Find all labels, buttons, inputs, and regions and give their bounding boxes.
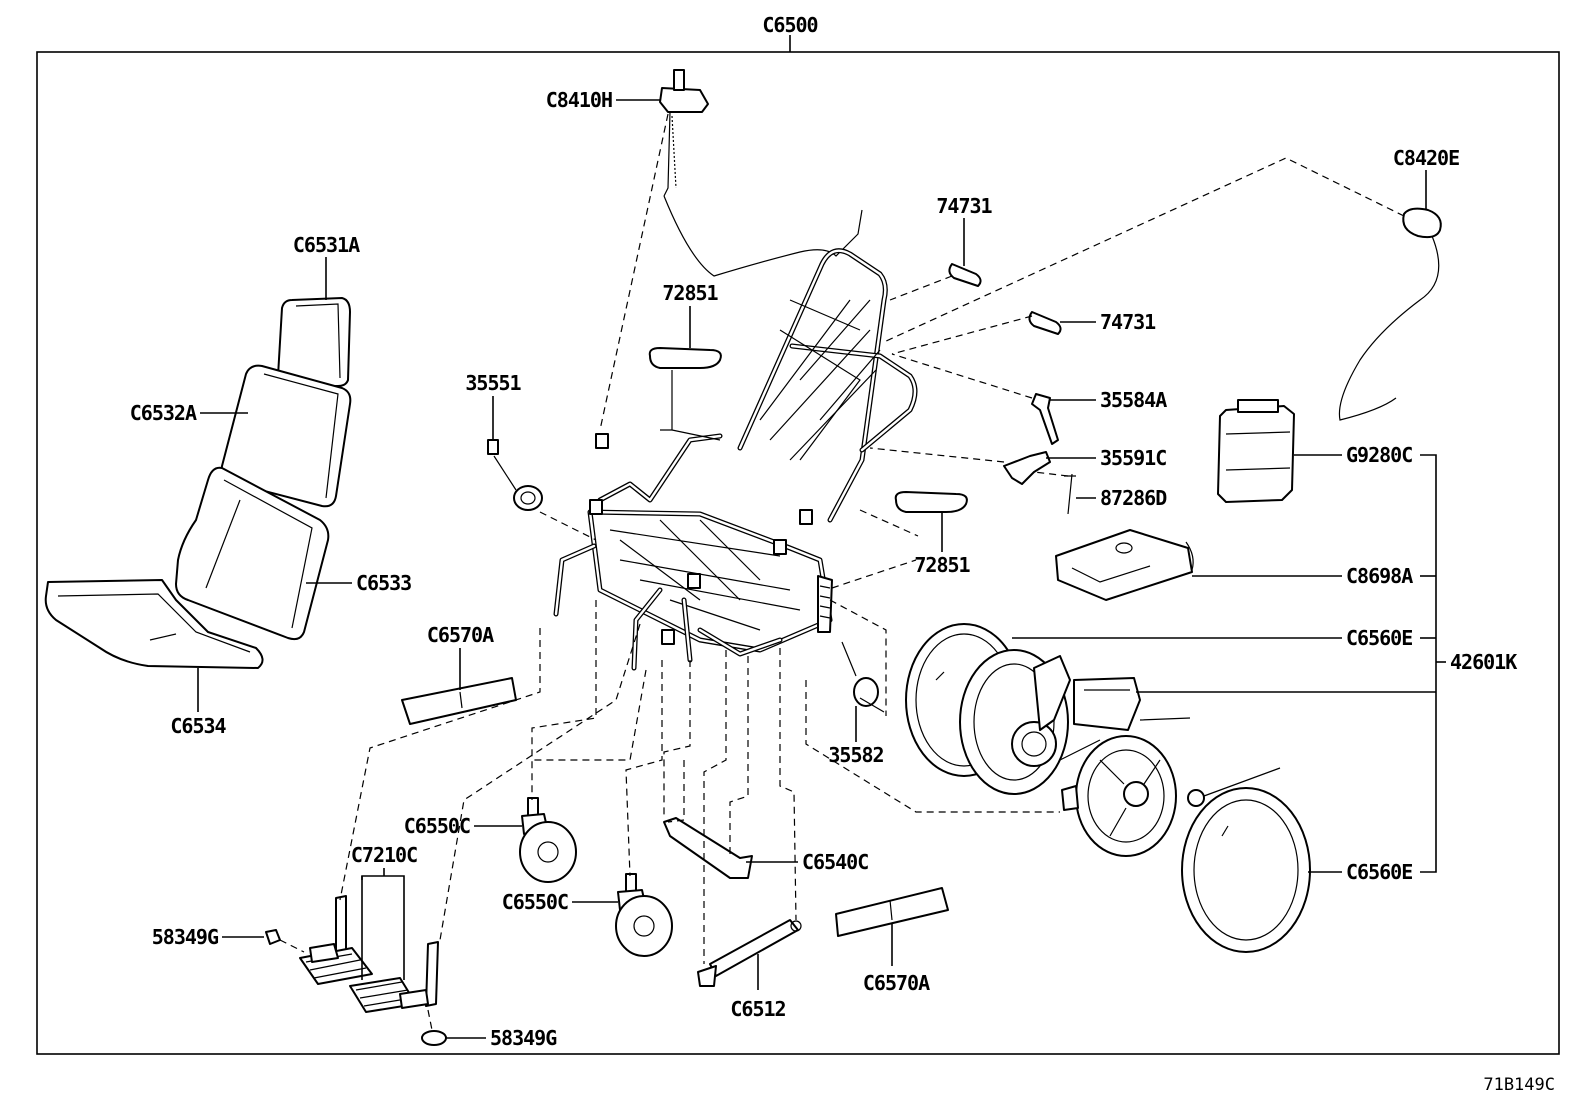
label-c6532a: C6532A	[130, 401, 197, 425]
wheel-tire-lower	[1181, 787, 1311, 953]
nut-58349g-upper	[265, 929, 281, 945]
label-35551: 35551	[465, 371, 521, 395]
label-c8698a: C8698A	[1346, 564, 1413, 588]
label-74731-top: 74731	[936, 194, 992, 218]
guide-74731-top	[889, 275, 953, 301]
label-c6512: C6512	[730, 997, 785, 1021]
label-c6540c: C6540C	[802, 850, 868, 874]
assembly-frame	[36, 35, 1560, 1055]
label-c7210c: C7210C	[351, 843, 417, 867]
label-c6534: C6534	[170, 714, 226, 738]
label-c6550c-bottom: C6550C	[502, 890, 568, 914]
guide-58349g-top	[279, 939, 305, 953]
label-35584a: 35584A	[1100, 388, 1167, 412]
label-g9280c: G9280C	[1346, 443, 1412, 467]
label-87286d: 87286D	[1100, 486, 1167, 510]
grip-handle-right	[1028, 311, 1062, 335]
backrest-cushion	[220, 364, 352, 508]
guide-c8410h	[599, 113, 669, 431]
sensor-35551	[487, 439, 543, 511]
brake-lever	[1031, 393, 1059, 445]
guide-87286d	[1033, 471, 1069, 477]
cap-58349g-lower	[421, 1030, 447, 1046]
label-c8410h: C8410H	[546, 88, 612, 112]
label-c6531a: C6531A	[293, 233, 360, 257]
grip-handle-upper	[948, 263, 982, 287]
label-c6570a-bottom: C6570A	[863, 971, 930, 995]
label-c6570a-left: C6570A	[427, 623, 494, 647]
label-72851-bottom: 72851	[914, 553, 970, 577]
label-72851-top: 72851	[662, 281, 718, 305]
cross-brace	[697, 919, 802, 987]
caster-wheel-upper	[519, 797, 577, 883]
label-c6560e-bottom: C6560E	[1346, 860, 1412, 884]
anti-tip-bar	[663, 817, 753, 879]
attendant-controller	[1338, 207, 1442, 421]
armrest-pad-upper	[648, 347, 722, 441]
motor-wheel-assembly	[959, 649, 1281, 857]
seat-cushion	[44, 579, 264, 669]
side-guard-lower	[835, 887, 949, 937]
guide-motor	[805, 680, 1060, 813]
armrest-pad-lower	[894, 491, 968, 513]
guide-c8420e	[883, 157, 1405, 343]
battery-g9280c	[1217, 399, 1295, 503]
footrest-assembly	[299, 895, 439, 1013]
guide-35584a	[891, 353, 1033, 399]
guide-58349g-bottom	[427, 1009, 433, 1031]
wheelchair-frame	[553, 248, 918, 671]
bracket-42601k	[1420, 454, 1446, 873]
label-c6533: C6533	[356, 571, 411, 595]
guide-35551	[539, 511, 597, 541]
label-58349g-bottom: 58349G	[490, 1026, 557, 1050]
brake-pin	[1064, 473, 1076, 515]
guide-74731-right	[891, 315, 1033, 355]
switch-35582	[841, 641, 885, 713]
caster-wheel-lower	[615, 873, 673, 957]
assembly-guides	[339, 559, 917, 964]
joystick-controller	[659, 69, 863, 277]
label-42601k: 42601K	[1450, 650, 1517, 674]
battery-tray-c8698a	[1055, 529, 1194, 601]
label-c6550c-top: C6550C	[404, 814, 470, 838]
label-c6560e-top: C6560E	[1346, 626, 1412, 650]
figure-code: 71B149C	[1483, 1075, 1555, 1095]
assembly-label: C6500	[762, 13, 817, 37]
bracket-c7210c	[361, 875, 405, 980]
guide-72851-bottom	[859, 509, 919, 537]
brake-clamp	[1003, 451, 1051, 485]
label-74731-right: 74731	[1100, 310, 1156, 334]
label-c8420e: C8420E	[1393, 146, 1459, 170]
lower-back-cushion	[175, 466, 330, 641]
side-guard-upper	[401, 677, 517, 725]
label-35591c: 35591C	[1100, 446, 1166, 470]
guide-35591c	[869, 447, 1005, 463]
label-58349g-top: 58349G	[152, 925, 219, 949]
